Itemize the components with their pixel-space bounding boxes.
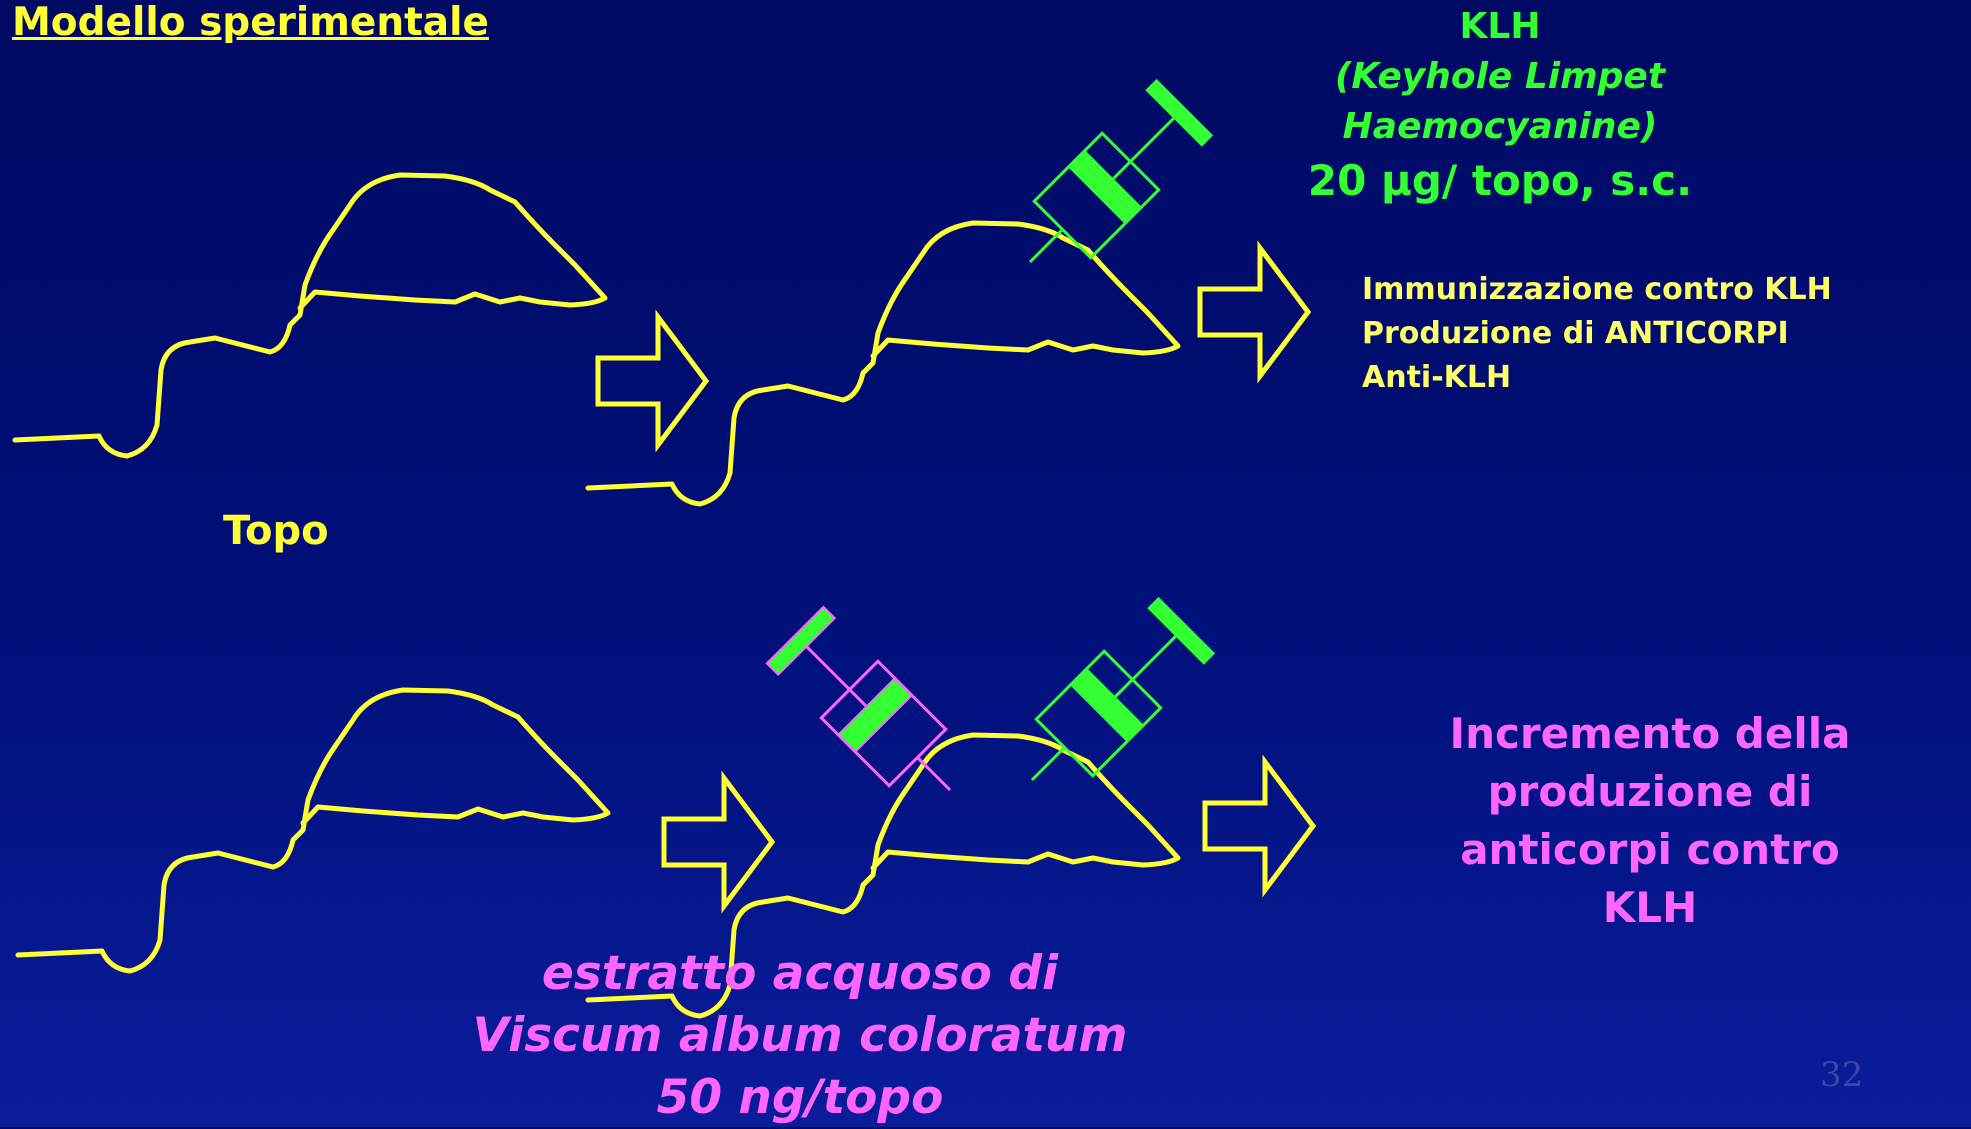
mouse-label: Topo [223, 508, 329, 554]
result-top-line1: Immunizzazione contro KLH [1362, 268, 1832, 312]
mouse-outline-top-left [15, 175, 605, 456]
result-bottom-line2: produzione di [1350, 763, 1950, 821]
arrow-top-1 [598, 317, 706, 445]
slide-title: Modello sperimentale [12, 0, 489, 45]
result-top-line2: Produzione di ANTICORPI [1362, 312, 1832, 356]
arrow-bottom-1 [664, 778, 772, 906]
arrow-bottom-2 [1205, 762, 1313, 890]
viscum-line1: estratto acquoso di [400, 943, 1200, 1005]
result-bottom-line4: KLH [1350, 879, 1950, 937]
klh-annotation: KLH (Keyhole Limpet Haemocyanine) 20 µg/… [1220, 2, 1780, 210]
klh-title: KLH [1220, 2, 1780, 52]
arrow-top-2 [1200, 248, 1308, 376]
page-number: 32 [1820, 1055, 1863, 1095]
viscum-annotation: estratto acquoso di Viscum album colorat… [400, 943, 1200, 1129]
viscum-line2: Viscum album coloratum [400, 1005, 1200, 1067]
viscum-syringe-icon [767, 607, 978, 818]
klh-dose: 20 µg/ topo, s.c. [1220, 152, 1780, 210]
klh-full-name-line1: (Keyhole Limpet [1220, 52, 1780, 102]
result-top: Immunizzazione contro KLH Produzione di … [1362, 268, 1832, 400]
result-top-line3: Anti-KLH [1362, 356, 1832, 400]
result-bottom: Incremento della produzione di anticorpi… [1350, 705, 1950, 937]
mouse-outline-top-injected [588, 223, 1178, 504]
viscum-line3: 50 ng/topo [400, 1067, 1200, 1129]
mouse-outline-bottom-left [18, 690, 608, 971]
klh-full-name-line2: Haemocyanine) [1220, 102, 1780, 152]
result-bottom-line3: anticorpi contro [1350, 821, 1950, 879]
klh-syringe-top-icon [1002, 79, 1213, 290]
result-bottom-line1: Incremento della [1350, 705, 1950, 763]
klh-syringe-bottom-icon [1004, 597, 1215, 808]
